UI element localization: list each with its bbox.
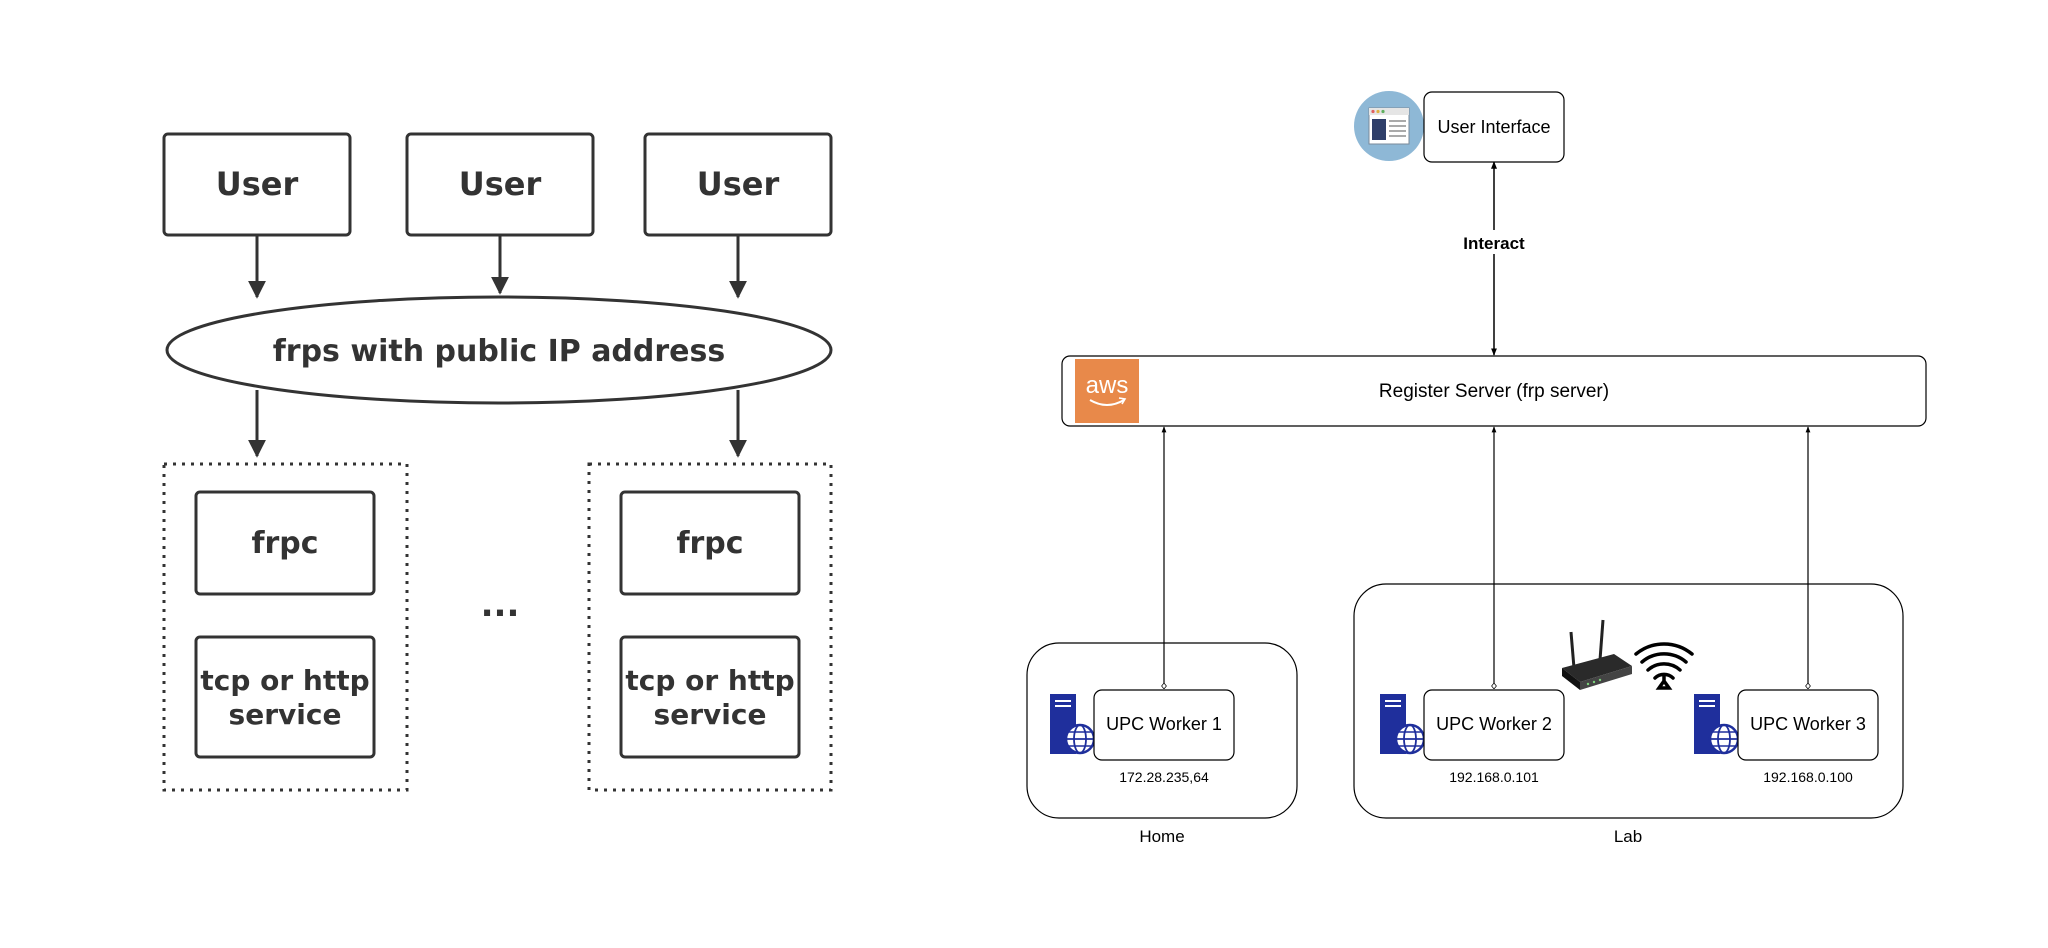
user-box-3-label: User (697, 165, 780, 203)
worker-3-ip: 192.168.0.100 (1763, 769, 1853, 785)
aws-logo-icon: aws (1075, 359, 1139, 423)
server-icon (1050, 694, 1096, 755)
lab-group (1353, 583, 1904, 819)
client-group-1 (162, 462, 409, 792)
register-server-label: Register Server (frp server) (1379, 381, 1609, 402)
home-group-label: Home (1139, 827, 1184, 846)
frps-label: frps with public IP address (273, 334, 726, 369)
worker-1-box (1093, 689, 1235, 761)
lab-group-label: Lab (1614, 827, 1642, 846)
worker-2-label: UPC Worker 2 (1436, 714, 1552, 734)
worker-1-label: UPC Worker 1 (1106, 714, 1222, 734)
service-box-2 (619, 635, 801, 759)
router-icon (1562, 619, 1632, 690)
interact-label: Interact (1463, 234, 1525, 253)
worker-2-ip: 192.168.0.101 (1449, 769, 1539, 785)
service-box-1-line1: tcp or http (200, 664, 369, 697)
wifi-icon (1634, 642, 1694, 690)
user-interface-label: User Interface (1437, 117, 1550, 137)
server-icon (1694, 694, 1740, 755)
client-group-2 (587, 462, 833, 792)
worker-3-box (1737, 689, 1879, 761)
worker-1-ip: 172.28.235,64 (1119, 769, 1209, 785)
service-box-1-line2: service (229, 698, 342, 731)
worker-3-label: UPC Worker 3 (1750, 714, 1866, 734)
right-diagram: User Interface Interact aws Register Ser… (1026, 91, 1927, 846)
interact-label-bg (1458, 230, 1530, 254)
frpc-box-2-label: frpc (676, 526, 743, 561)
left-diagram: User User User frps with public IP addre… (162, 132, 833, 792)
frps-ellipse (165, 295, 833, 405)
user-box-1-label: User (216, 165, 299, 203)
service-box-2-line2: service (654, 698, 767, 731)
service-box-1 (194, 635, 376, 759)
ellipsis-label: ... (481, 585, 520, 625)
server-icon (1380, 694, 1426, 755)
register-server-box (1061, 355, 1927, 427)
browser-window-icon (1354, 91, 1424, 161)
worker-2-box (1423, 689, 1565, 761)
frpc-box-1-label: frpc (251, 526, 318, 561)
frpc-box-2 (619, 490, 801, 596)
svg-text:aws: aws (1086, 372, 1129, 399)
service-box-2-line1: tcp or http (625, 664, 794, 697)
frpc-box-1 (194, 490, 376, 596)
user-box-2-label: User (459, 165, 542, 203)
